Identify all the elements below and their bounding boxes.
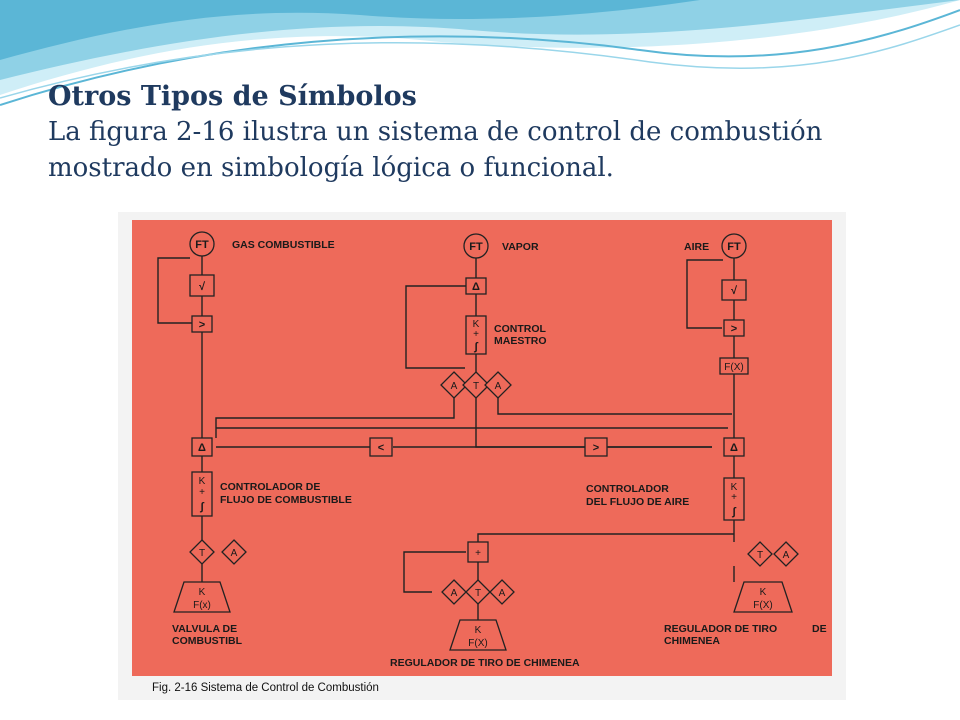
k-bottom-actuator-symbol: K xyxy=(475,625,482,636)
sqrt-gas-block xyxy=(189,274,215,297)
integral-left-symbol: ∫ xyxy=(199,501,204,513)
label-vapor: VAPOR xyxy=(502,241,539,253)
k-integral-left-block xyxy=(191,471,213,517)
ft-aire-label: FT xyxy=(727,241,741,253)
t-right-symbol: T xyxy=(757,550,763,561)
label-controlador-de: CONTROLADOR DE xyxy=(220,481,320,493)
delta-left-block xyxy=(191,437,213,457)
figure-caption: Fig. 2-16 Sistema de Control de Combusti… xyxy=(152,682,379,694)
label-control: CONTROL xyxy=(494,323,546,335)
t-bottom-diamond xyxy=(465,579,491,605)
delta-vapor-symbol: Δ xyxy=(472,281,480,293)
k-left-actuator-symbol: K xyxy=(199,587,206,598)
t-left-symbol: T xyxy=(199,548,205,559)
plus-left-symbol: + xyxy=(199,487,205,498)
gt-selector-block xyxy=(584,437,608,457)
label-regulador-de-tiro-de-chimenea: REGULADOR DE TIRO DE CHIMENEA xyxy=(390,657,580,669)
sqrt-gas-symbol: √ xyxy=(199,281,206,293)
a-bottom-left-diamond xyxy=(441,579,467,605)
ft-aire-instrument xyxy=(721,233,747,259)
a-left-symbol: A xyxy=(231,548,238,559)
label-chimenea: CHIMENEA xyxy=(664,635,720,647)
ft-gas-instrument xyxy=(189,231,215,257)
delta-right-block xyxy=(723,437,745,457)
a-bottom-left-symbol: A xyxy=(451,588,458,599)
a-right-diamond xyxy=(773,541,799,567)
k-right-symbol: K xyxy=(731,482,738,493)
plus-center-symbol: + xyxy=(473,329,479,340)
a-center-right-diamond xyxy=(484,371,512,399)
gt-gas-block xyxy=(191,315,213,333)
plus-right-symbol: + xyxy=(731,492,737,503)
ft-gas-label: FT xyxy=(195,239,209,251)
k-left-symbol: K xyxy=(199,476,206,487)
label-aire: AIRE xyxy=(684,241,709,253)
label-valvula-de: VALVULA DE xyxy=(172,623,237,635)
delta-vapor-block xyxy=(465,277,487,295)
gt-aire-symbol: > xyxy=(731,323,737,335)
delta-right-symbol: Δ xyxy=(730,442,738,454)
label-flujo-de-combustible: FLUJO DE COMBUSTIBLE xyxy=(220,494,352,506)
plus-summer-symbol: + xyxy=(475,548,481,559)
k-integral-right-block xyxy=(723,477,745,521)
label-de: DE xyxy=(812,623,827,635)
label-maestro: MAESTRO xyxy=(494,335,547,347)
figure: FT GAS COMBUSTIBLE √ > Δ K + ∫ CONTROLAD… xyxy=(118,212,846,700)
a-right-symbol: A xyxy=(783,550,790,561)
a-center-left-symbol: A xyxy=(451,381,458,392)
combustion-control-diagram: FT GAS COMBUSTIBLE √ > Δ K + ∫ CONTROLAD… xyxy=(132,220,832,676)
fx-right-actuator xyxy=(733,581,793,613)
label-del-flujo-de-aire: DEL FLUJO DE AIRE xyxy=(586,496,689,508)
label-gas-combustible: GAS COMBUSTIBLE xyxy=(232,239,335,251)
t-left-diamond xyxy=(189,539,215,565)
gt-selector-symbol: > xyxy=(593,442,599,454)
gt-gas-symbol: > xyxy=(199,319,205,331)
slide-body-line-2: mostrado en simbología lógica o funciona… xyxy=(48,153,614,183)
delta-left-symbol: Δ xyxy=(198,442,206,454)
ft-vapor-instrument xyxy=(463,233,489,259)
k-integral-center-block xyxy=(465,315,487,355)
label-controlador: CONTROLADOR xyxy=(586,483,669,495)
a-center-right-symbol: A xyxy=(495,381,502,392)
t-center-symbol: T xyxy=(473,381,479,392)
fx-bottom-actuator xyxy=(449,619,507,651)
t-right-diamond xyxy=(747,541,773,567)
integral-right-symbol: ∫ xyxy=(731,506,736,518)
t-center-diamond xyxy=(462,371,490,399)
label-combustibl: COMBUSTIBL xyxy=(172,635,243,647)
slide-body-line-1: La figura 2-16 ilustra un sistema de con… xyxy=(48,117,823,147)
fx-right-actuator-symbol: F(X) xyxy=(753,600,772,611)
fx-aire-symbol: F(X) xyxy=(724,362,743,373)
a-bottom-right-diamond xyxy=(489,579,515,605)
lt-selector-symbol: < xyxy=(378,442,384,454)
slide-text-block: Otros Tipos de Símbolos La figura 2-16 i… xyxy=(48,80,928,186)
integral-center-symbol: ∫ xyxy=(473,341,478,353)
fx-left-actuator-symbol: F(x) xyxy=(193,600,211,611)
label-regulador-de-tiro: REGULADOR DE TIRO xyxy=(664,623,777,635)
fx-left-actuator xyxy=(173,581,231,613)
lt-selector-block xyxy=(369,437,393,457)
t-bottom-symbol: T xyxy=(475,588,481,599)
fx-aire-block xyxy=(719,357,749,375)
ft-vapor-label: FT xyxy=(469,241,483,253)
a-center-left-diamond xyxy=(440,371,468,399)
a-left-diamond xyxy=(221,539,247,565)
k-right-actuator-symbol: K xyxy=(760,587,767,598)
fx-bottom-actuator-symbol: F(X) xyxy=(468,638,487,649)
a-bottom-right-symbol: A xyxy=(499,588,506,599)
k-center-symbol: K xyxy=(473,319,480,330)
plus-summer-block xyxy=(467,541,489,563)
header-wave-decoration xyxy=(0,0,960,106)
slide-title: Otros Tipos de Símbolos xyxy=(48,81,417,112)
sqrt-aire-symbol: √ xyxy=(731,285,738,297)
gt-aire-block xyxy=(723,319,745,337)
sqrt-aire-block xyxy=(721,279,747,301)
